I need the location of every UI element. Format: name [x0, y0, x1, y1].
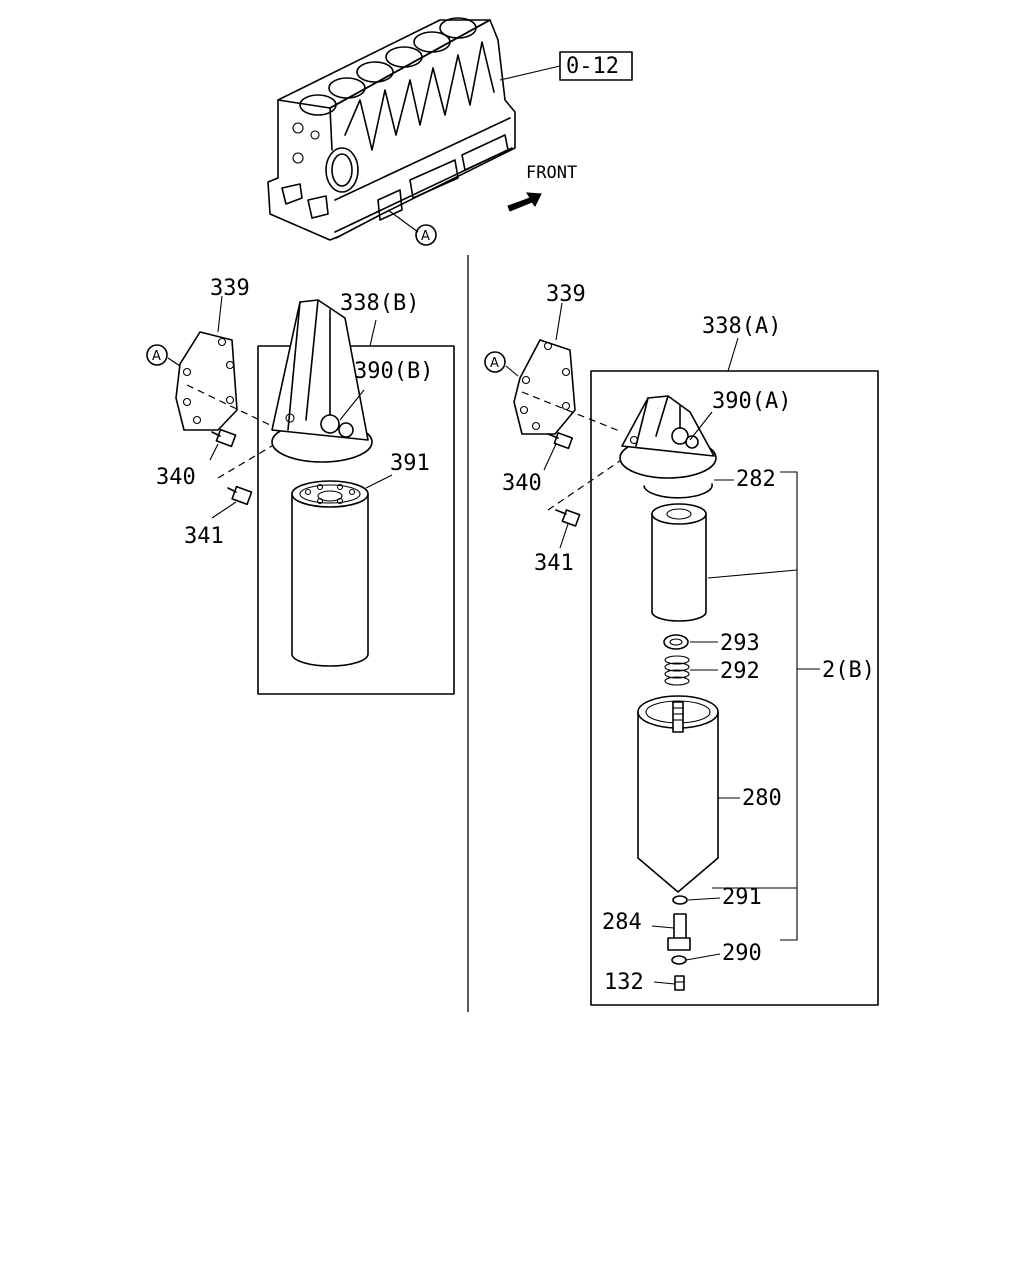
filter-head-390a: [619, 395, 717, 479]
left-group: 339 338(B) 390(B) 391 340 341 A: [146, 276, 455, 695]
point-a-marker-top: A: [415, 224, 437, 246]
point-a-label: A: [421, 229, 430, 244]
label-341-left: 341: [184, 524, 224, 549]
label-341-right: 341: [534, 551, 574, 576]
pipe-284: [667, 913, 691, 951]
label-391: 391: [390, 451, 430, 476]
front-arrow-icon: [507, 192, 542, 212]
label-291: 291: [722, 885, 762, 910]
label-293: 293: [720, 631, 760, 656]
label-390a: 390(A): [712, 389, 791, 414]
label-390b: 390(B): [354, 359, 433, 384]
assembly-box-338b: [257, 345, 455, 695]
seal-293: [663, 634, 689, 650]
label-340-left: 340: [156, 465, 196, 490]
plug-132: [674, 975, 685, 991]
bracket-339-left: [175, 331, 238, 431]
label-292: 292: [720, 659, 760, 684]
label-132: 132: [604, 970, 644, 995]
filter-head-390b: [271, 299, 373, 463]
ring-282: [643, 483, 713, 499]
bolt-341-left: [227, 485, 253, 506]
bolt-340-left: [211, 428, 237, 448]
label-338a: 338(A): [702, 314, 781, 339]
point-a-label-right: A: [490, 356, 499, 371]
front-indicator: FRONT: [507, 163, 577, 212]
washer-290: [671, 955, 687, 965]
engine-block: [267, 17, 561, 241]
filter-case-280: [637, 695, 719, 893]
label-339-left: 339: [210, 276, 250, 301]
spring-292: [664, 655, 690, 686]
point-a-label-left: A: [152, 349, 161, 364]
right-group: 339 338(A) 390(A) 282 293 292 2(B) 280 2…: [484, 282, 879, 1006]
label-2b: 2(B): [822, 658, 875, 683]
label-340-right: 340: [502, 471, 542, 496]
bracket-339-right: [513, 339, 576, 435]
label-280: 280: [742, 786, 782, 811]
spin-on-filter-391: [291, 480, 369, 667]
filter-element: [651, 503, 707, 622]
washer-291: [672, 895, 688, 905]
bolt-340-right: [547, 432, 574, 450]
ref-box-0-12: 0-12: [559, 51, 633, 81]
label-284: 284: [602, 910, 642, 935]
label-290: 290: [722, 941, 762, 966]
label-338b: 338(B): [340, 291, 419, 316]
assembly-box-338a: [590, 370, 879, 1006]
label-339-right: 339: [546, 282, 586, 307]
ref-box-label: 0-12: [566, 54, 619, 79]
front-label: FRONT: [526, 163, 577, 183]
label-282: 282: [736, 467, 776, 492]
bolt-341-right: [555, 509, 581, 527]
